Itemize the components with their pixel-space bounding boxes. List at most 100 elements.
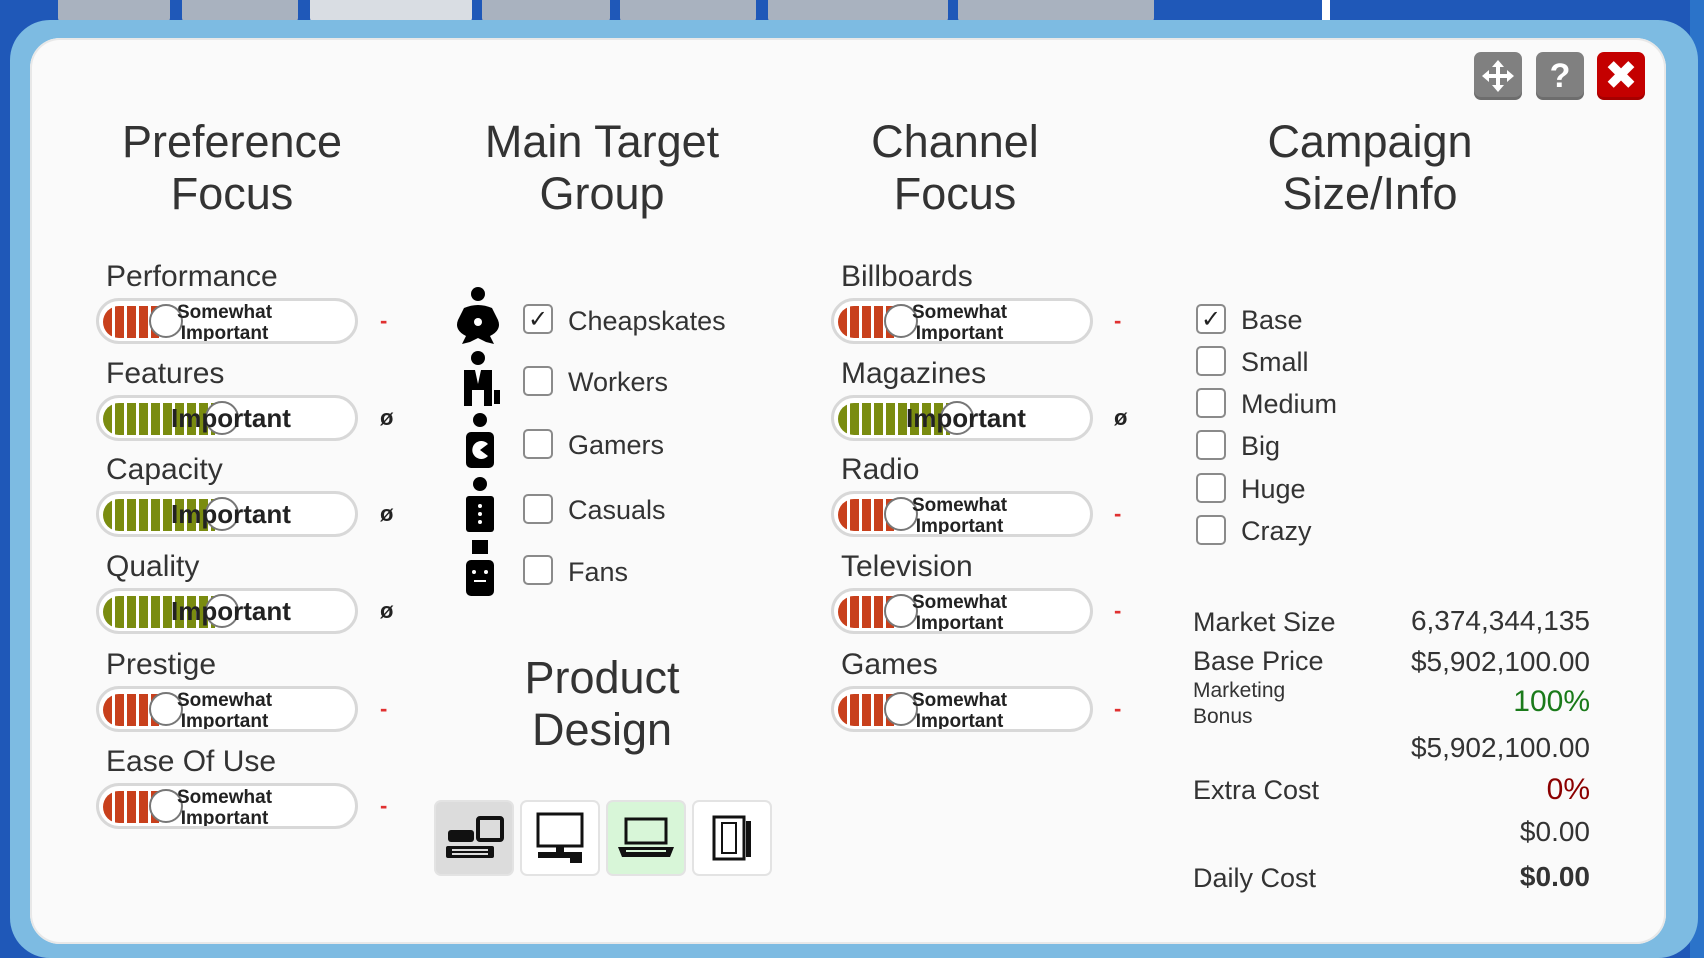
slider-knob[interactable] bbox=[884, 692, 918, 726]
move-icon bbox=[1482, 60, 1514, 92]
preference-ease-of-use-indicator: - bbox=[380, 793, 388, 818]
preference-quality-slider[interactable]: Important bbox=[96, 588, 358, 634]
fan-person-icon bbox=[466, 540, 494, 596]
help-button[interactable]: ? bbox=[1536, 52, 1584, 100]
background-tab bbox=[958, 0, 1154, 22]
preference-quality-indicator: ø bbox=[380, 598, 394, 623]
slider-fill bbox=[103, 499, 215, 531]
preference-prestige-indicator: - bbox=[380, 696, 388, 721]
extra-cost-label: Extra Cost bbox=[1193, 775, 1320, 805]
size-medium-checkbox[interactable] bbox=[1196, 388, 1226, 418]
background-tab bbox=[620, 0, 756, 22]
preference-performance-label: Performance bbox=[106, 260, 278, 293]
fans-checkbox[interactable] bbox=[523, 555, 553, 585]
size-small-label: Small bbox=[1241, 347, 1309, 377]
base-price-value: $5,902,100.00 bbox=[1410, 646, 1590, 677]
slider-knob[interactable] bbox=[205, 401, 239, 435]
channel-games-label: Games bbox=[841, 648, 938, 681]
extra-cost-value: $0.00 bbox=[1519, 816, 1590, 847]
channel-television-label: Television bbox=[841, 550, 973, 583]
gamers-checkbox[interactable] bbox=[523, 429, 553, 459]
size-crazy-checkbox[interactable] bbox=[1196, 515, 1226, 545]
gamers-label: Gamers bbox=[568, 430, 665, 460]
slider-value-text: Important bbox=[171, 499, 291, 529]
casual-person-icon bbox=[466, 477, 494, 532]
preference-prestige-label: Prestige bbox=[106, 648, 217, 681]
preference-capacity-slider[interactable]: Important bbox=[96, 491, 358, 537]
design-tablet-button[interactable] bbox=[694, 802, 770, 874]
slider-knob[interactable] bbox=[205, 497, 239, 531]
preference-performance-indicator: - bbox=[380, 308, 388, 333]
size-base-label: Base bbox=[1241, 305, 1303, 335]
slider-knob[interactable] bbox=[884, 497, 918, 531]
slider-knob[interactable] bbox=[149, 789, 183, 823]
channel-magazines-slider[interactable]: Important bbox=[831, 395, 1093, 441]
channel-games-indicator: - bbox=[1114, 696, 1122, 721]
slider-knob[interactable] bbox=[205, 594, 239, 628]
slider-knob[interactable] bbox=[940, 401, 974, 435]
tablet-icon bbox=[712, 815, 751, 861]
move-button[interactable] bbox=[1474, 52, 1522, 100]
slider-knob[interactable] bbox=[884, 594, 918, 628]
slider-knob[interactable] bbox=[884, 304, 918, 338]
channel-billboards-label: Billboards bbox=[841, 260, 973, 293]
workers-label: Workers bbox=[568, 367, 669, 397]
preference-ease-of-use-label: Ease Of Use bbox=[106, 745, 277, 778]
size-base-checkbox[interactable]: ✓ bbox=[1196, 304, 1226, 334]
size-big-checkbox[interactable] bbox=[1196, 430, 1226, 460]
channel-magazines-label: Magazines bbox=[841, 357, 987, 390]
cheapskates-checkbox[interactable]: ✓ bbox=[523, 304, 553, 334]
channel-radio-label: Radio bbox=[841, 453, 920, 486]
size-medium-label: Medium bbox=[1241, 389, 1338, 419]
slider-fill bbox=[103, 596, 215, 628]
desktop-computer-icon bbox=[536, 812, 584, 863]
fans-label: Fans bbox=[568, 557, 629, 587]
bonus-total-value: $5,902,100.00 bbox=[1410, 732, 1590, 763]
preference-features-indicator: ø bbox=[380, 405, 394, 430]
background-tab bbox=[58, 0, 170, 22]
casuals-checkbox[interactable] bbox=[523, 494, 553, 524]
console-handheld-icon bbox=[446, 816, 504, 858]
laptop-icon bbox=[618, 817, 674, 857]
channel-television-indicator: - bbox=[1114, 598, 1122, 623]
size-crazy-label: Crazy bbox=[1241, 516, 1312, 546]
close-button[interactable]: ✖ bbox=[1597, 52, 1645, 100]
slider-knob[interactable] bbox=[149, 692, 183, 726]
slider-knob[interactable] bbox=[149, 304, 183, 338]
market-size-label: Market Size bbox=[1193, 607, 1336, 637]
size-small-checkbox[interactable] bbox=[1196, 346, 1226, 376]
design-laptop-button[interactable] bbox=[608, 802, 684, 874]
channel-magazines-indicator: ø bbox=[1114, 405, 1128, 430]
workers-checkbox[interactable] bbox=[523, 366, 553, 396]
preference-features-slider[interactable]: Important bbox=[96, 395, 358, 441]
help-icon: ? bbox=[1549, 56, 1571, 95]
close-icon: ✖ bbox=[1604, 54, 1638, 98]
design-console-button[interactable] bbox=[436, 802, 512, 874]
size-big-label: Big bbox=[1241, 431, 1281, 461]
background-tab bbox=[182, 0, 298, 22]
slider-fill bbox=[838, 403, 950, 435]
preference-quality-label: Quality bbox=[106, 550, 200, 583]
design-desktop-button[interactable] bbox=[522, 802, 598, 874]
channel-radio-indicator: - bbox=[1114, 501, 1122, 526]
background-tab bbox=[482, 0, 610, 22]
cheapskates-label: Cheapskates bbox=[568, 306, 726, 336]
size-huge-checkbox[interactable] bbox=[1196, 473, 1226, 503]
background-tab bbox=[768, 0, 948, 22]
